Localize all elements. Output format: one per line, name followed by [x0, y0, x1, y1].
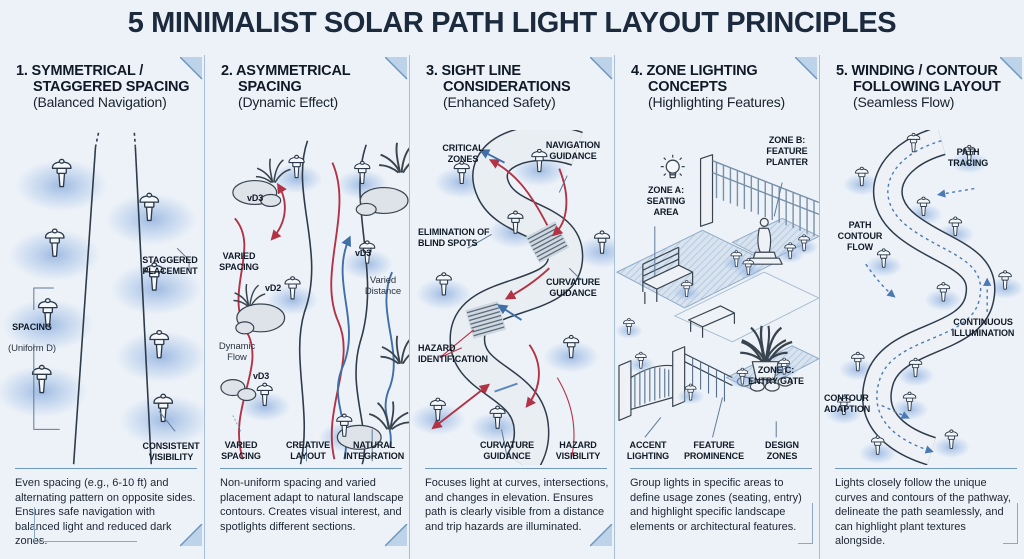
corner-bracket — [1003, 503, 1018, 544]
panel-description: Non-uniform spacing and varied placement… — [220, 477, 404, 533]
label-spacing: SPACING (Uniform D) — [2, 311, 62, 366]
divider-rule — [425, 468, 607, 469]
panel-subtitle: (Balanced Navigation) — [33, 94, 167, 111]
corner-fold-icon — [385, 524, 408, 547]
label-continuous-illumination: CONTINUOUS ILLUMINATION — [951, 317, 1015, 338]
divider-rule — [835, 468, 1017, 469]
panel-3: 3. SIGHT LINE CONSIDERATIONS (Enhanced S… — [409, 55, 614, 559]
panel-title: 5. WINDING / CONTOUR FOLLOWING LAYOUT (S… — [820, 55, 1024, 111]
label-feature-prominence: FEATURE PROMINENCE — [683, 440, 744, 461]
panel-4: 4. ZONE LIGHTING CONCEPTS (Highlighting … — [614, 55, 819, 559]
divider-rule — [15, 468, 197, 469]
panel-title: 2. ASYMMETRICAL SPACING (Dynamic Effect) — [205, 55, 409, 111]
corner-fold-icon — [180, 57, 203, 80]
panel-subtitle: (Enhanced Safety) — [443, 94, 556, 111]
divider-rule — [630, 468, 812, 469]
divider-rule — [220, 468, 402, 469]
corner-bracket — [34, 507, 137, 542]
corner-fold-icon — [795, 57, 818, 80]
panel-1: 1. SYMMETRICAL / STAGGERED SPACING (Bala… — [0, 55, 204, 559]
label-navigation-guidance: NAVIGATION GUIDANCE — [545, 140, 601, 161]
label-varied-spacing: VARIED SPACING — [221, 440, 261, 461]
panel-heading-line2: CONSIDERATIONS — [443, 79, 571, 96]
panel-heading-line1: 2. ASYMMETRICAL — [221, 63, 351, 79]
panel-heading-line1: 3. SIGHT LINE — [426, 63, 521, 79]
panel2-illustration — [220, 140, 409, 465]
label-vd3-top: vD3 — [247, 193, 264, 203]
corner-fold-icon — [590, 57, 613, 80]
label-natural-integration: NATURAL INTEGRATION — [343, 440, 405, 461]
panel-title: 1. SYMMETRICAL / STAGGERED SPACING (Bala… — [0, 55, 204, 111]
panel-subtitle: (Dynamic Effect) — [238, 94, 339, 111]
label-design-zones: DESIGN ZONES — [765, 440, 799, 461]
panel-heading-line2: STAGGERED SPACING — [33, 79, 190, 96]
label-spacing-sub: (Uniform D) — [8, 343, 56, 355]
lightbulb-icon — [660, 154, 685, 179]
panel4-illustration — [615, 154, 819, 438]
panel-description: Lights closely follow the unique curves … — [835, 477, 1011, 548]
corner-fold-icon — [590, 524, 613, 547]
label-varied-spacing-mid: VARIED SPACING — [219, 251, 259, 272]
panel-heading-line2: SPACING — [238, 79, 302, 96]
label-contour-adaption: CONTOUR ADAPTION — [824, 393, 871, 414]
label-staggered-placement: STAGGERED PLACEMENT — [142, 255, 198, 276]
panels-row: 1. SYMMETRICAL / STAGGERED SPACING (Bala… — [0, 55, 1024, 559]
label-consistent-visibility: CONSISTENT VISIBILITY — [142, 441, 200, 462]
corner-fold-icon — [180, 524, 203, 547]
label-zone-a: ZONE A: SEATING AREA — [646, 185, 686, 217]
label-curvature-guidance-lower: CURVATURE GUIDANCE — [479, 440, 535, 461]
label-vd2: vD2 — [265, 283, 282, 293]
label-creative-layout: CREATIVE LAYOUT — [285, 440, 331, 461]
label-elimination-blind-spots: ELIMINATION OF BLIND SPOTS — [418, 227, 490, 248]
label-vd3-low: vD3 — [253, 371, 270, 381]
panel1-illustration — [0, 132, 204, 465]
label-vd3-right: vD3 — [355, 248, 372, 258]
panel-heading-line2: CONCEPTS — [648, 79, 727, 96]
panel-title: 3. SIGHT LINE CONSIDERATIONS (Enhanced S… — [410, 55, 614, 111]
label-dynamic-flow: Dynamic Flow — [218, 341, 256, 364]
corner-fold-icon — [385, 57, 408, 80]
panel-title: 4. ZONE LIGHTING CONCEPTS (Highlighting … — [615, 55, 819, 111]
panel-heading-line2: FOLLOWING LAYOUT — [853, 79, 1001, 96]
panel-heading-line1: 1. SYMMETRICAL / — [16, 63, 144, 79]
panel-heading-line1: 4. ZONE LIGHTING — [631, 63, 758, 79]
panel-description: Even spacing (e.g., 6-10 ft) and alterna… — [15, 477, 196, 548]
corner-bracket — [798, 503, 813, 544]
label-zone-b: ZONE B: FEATURE PLANTER — [766, 135, 808, 167]
main-title: 5 MINIMALIST SOLAR PATH LIGHT LAYOUT PRI… — [127, 7, 897, 39]
panel-2: 2. ASYMMETRICAL SPACING (Dynamic Effect) — [204, 55, 409, 559]
panel-description: Group lights in specific areas to define… — [630, 477, 802, 533]
corner-fold-icon — [1000, 57, 1023, 80]
label-path-contour-flow: PATH CONTOUR FLOW — [837, 220, 883, 252]
label-zone-c: ZONE C: ENTRY GATE — [748, 365, 804, 386]
panel5-illustration — [824, 130, 1024, 465]
label-critical-zones: CRITICAL ZONES — [442, 143, 484, 164]
panel-description: Focuses light at curves, intersections, … — [425, 477, 609, 533]
label-accent-lighting: ACCENT LIGHTING — [626, 440, 670, 461]
label-hazard-visibility: HAZARD VISIBILITY — [555, 440, 601, 461]
panel-subtitle: (Highlighting Features) — [648, 94, 786, 111]
panel3-illustration — [410, 130, 614, 465]
label-hazard-identification: HAZARD IDENTIFICATION — [418, 343, 488, 364]
label-curvature-guidance-upper: CURVATURE GUIDANCE — [545, 277, 601, 298]
panel-subtitle: (Seamless Flow) — [853, 94, 955, 111]
label-varied-distance: Varied Distance — [364, 275, 402, 298]
panel-heading-line1: 5. WINDING / CONTOUR — [836, 63, 998, 79]
panel-5: 5. WINDING / CONTOUR FOLLOWING LAYOUT (S… — [819, 55, 1024, 559]
label-path-tracing: PATH TRACING — [947, 147, 989, 168]
